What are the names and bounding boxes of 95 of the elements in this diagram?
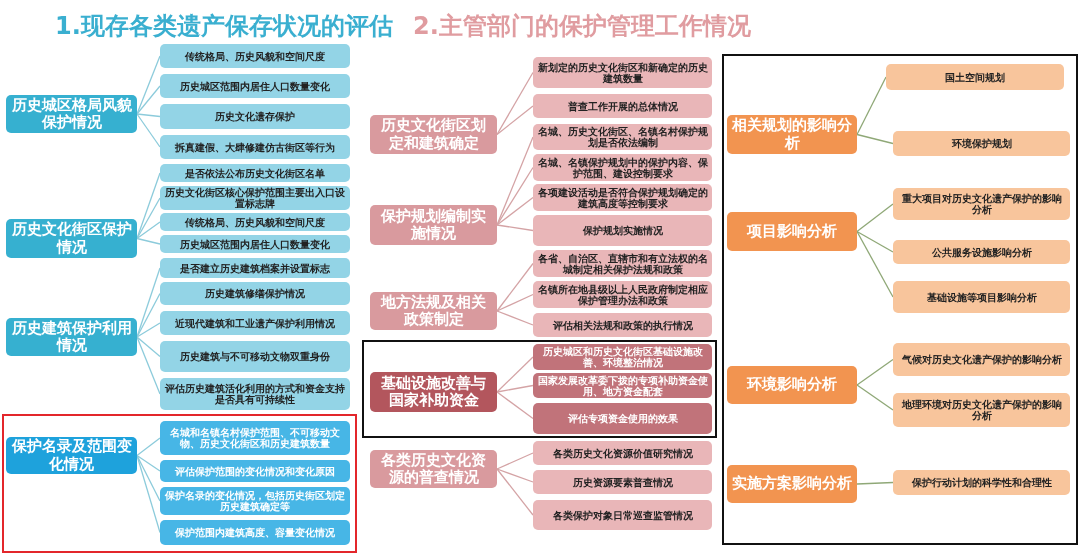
connector-line — [136, 85, 161, 115]
item-box: 公共服务设施影响分析 — [893, 240, 1070, 264]
connector-line — [136, 454, 161, 534]
connector-line — [496, 196, 534, 226]
connector-line — [136, 437, 161, 457]
item-box: 历史城区范围内居住人口数量变化 — [160, 74, 350, 98]
connector-line — [136, 292, 161, 338]
connector-line — [136, 322, 161, 338]
connector-line — [496, 468, 534, 483]
category-box: 基础设施改善与国家补助资金 — [370, 372, 497, 412]
connector-line — [136, 55, 161, 115]
connector-line — [856, 133, 894, 145]
category-box: 相关规划的影响分析 — [727, 115, 857, 154]
item-box: 历史建筑修缮保护情况 — [160, 282, 350, 305]
item-box: 历史文化遗存保护 — [160, 104, 350, 129]
connector-line — [856, 481, 894, 485]
connector-line — [136, 336, 161, 358]
connector-line — [496, 71, 534, 136]
item-box: 名镇所在地县级以上人民政府制定相应保护管理办法和政策 — [533, 281, 712, 308]
connector-line — [136, 113, 161, 148]
item-box: 历史资源要素普查情况 — [533, 470, 712, 494]
item-box: 国土空间规划 — [886, 64, 1064, 90]
connector-line — [496, 262, 534, 312]
item-box: 各类保护对象日常巡查监管情况 — [533, 500, 712, 530]
item-box: 是否建立历史建筑档案并设置标志 — [160, 258, 350, 278]
category-box: 地方法规及相关政策制定 — [370, 292, 497, 330]
connector-line — [496, 310, 534, 326]
highlight-frame — [362, 340, 717, 438]
connector-line — [496, 468, 534, 516]
item-box: 各类历史文化资源价值研究情况 — [533, 441, 712, 465]
category-box: 环境影响分析 — [727, 366, 857, 404]
connector-line — [136, 336, 161, 395]
connector-line — [856, 203, 894, 233]
category-box: 历史建筑保护利用情况 — [6, 318, 137, 356]
item-box: 历史城区和历史文化街区基础设施改善、环境整治情况 — [533, 344, 712, 370]
item-box: 国家发展改革委下拨的专项补助资金使用、地方资金配套 — [533, 373, 712, 398]
item-box: 传统格局、历史风貌和空间尺度 — [160, 44, 350, 68]
category-box: 历史城区格局风貌保护情况 — [6, 95, 137, 133]
category-box: 实施方案影响分析 — [727, 465, 857, 503]
item-box: 保护行动计划的科学性和合理性 — [893, 470, 1070, 495]
connector-line — [136, 197, 161, 240]
item-box: 地理环境对历史文化遗产保护的影响分析 — [893, 393, 1070, 427]
item-box: 重大项目对历史文化遗产保护的影响分析 — [893, 188, 1070, 220]
item-box: 近现代建筑和工业遗产保护利用情况 — [160, 311, 350, 335]
category-box: 历史文化街区划定和建筑确定 — [370, 115, 497, 154]
connector-line — [496, 452, 534, 470]
category-box: 保护规划编制实施情况 — [370, 205, 497, 245]
connector-line — [136, 113, 161, 118]
category-box: 项目影响分析 — [727, 212, 857, 251]
highlight-frame — [722, 54, 1078, 545]
item-box: 新划定的历史文化街区和新确定的历史建筑数量 — [533, 57, 712, 88]
item-box: 各省、自治区、直辖市和有立法权的名城制定相关保护法规和政策 — [533, 250, 712, 277]
connector-line — [856, 384, 894, 411]
item-box: 名城和名镇名村保护范围、不可移动文物、历史文化街区和历史建筑数量 — [160, 421, 350, 455]
item-box: 名城、历史文化街区、名镇名村保护规划是否依法编制 — [533, 124, 712, 150]
item-box: 保护范围内建筑高度、容量变化情况 — [160, 520, 350, 545]
connector-line — [136, 221, 161, 240]
item-box: 基础设施等项目影响分析 — [893, 281, 1070, 313]
connector-line — [496, 293, 534, 312]
connector-line — [856, 76, 887, 136]
connector-line — [856, 230, 894, 253]
item-box: 传统格局、历史风貌和空间尺度 — [160, 213, 350, 231]
category-box: 保护名录及范围变化情况 — [6, 437, 137, 474]
item-box: 环境保护规划 — [893, 131, 1070, 156]
item-box: 拆真建假、大肆修建仿古街区等行为 — [160, 135, 350, 159]
item-box: 保护规划实施情况 — [533, 215, 712, 246]
connector-line — [856, 230, 894, 298]
highlight-frame — [2, 414, 357, 553]
item-box: 保护名录的变化情况，包括历史街区划定历史建筑确定等 — [160, 487, 350, 515]
category-box: 历史文化街区保护情况 — [6, 219, 137, 258]
item-box: 名城、名镇保护规划中的保护内容、保护范围、建设控制要求 — [533, 154, 712, 181]
item-box: 评估历史建筑活化利用的方式和资金支持是否具有可持续性 — [160, 378, 350, 410]
item-box: 历史文化街区核心保护范围主要出入口设置标志牌 — [160, 186, 350, 210]
item-box: 气候对历史文化遗产保护的影响分析 — [893, 343, 1070, 376]
connector-line — [496, 356, 534, 393]
item-box: 历史城区范围内居住人口数量变化 — [160, 235, 350, 253]
item-box: 各项建设活动是否符合保护规划确定的建筑高度等控制要求 — [533, 184, 712, 211]
connector-line — [496, 391, 534, 420]
connector-line — [496, 166, 534, 226]
item-box: 评估相关法规和政策的执行情况 — [533, 313, 712, 337]
connector-line — [856, 358, 894, 386]
connector-line — [136, 454, 161, 502]
item-box: 评估保护范围的变化情况和变化原因 — [160, 460, 350, 482]
item-box: 历史建筑与不可移动文物双重身份 — [160, 341, 350, 372]
item-box: 普查工作开展的总体情况 — [533, 94, 712, 118]
item-box: 是否依法公布历史文化街区名单 — [160, 164, 350, 182]
item-box: 评估专项资金使用的效果 — [533, 403, 712, 434]
connector-line — [496, 224, 534, 232]
section-heading: 1.现存各类遗产保存状况的评估 — [55, 11, 393, 42]
connector-line — [136, 454, 161, 472]
connector-line — [496, 384, 534, 393]
category-box: 各类历史文化资源的普查情况 — [370, 450, 497, 488]
connector-line — [496, 105, 534, 136]
section-heading: 2.主管部门的保护管理工作情况 — [413, 11, 751, 42]
connector-line — [136, 237, 161, 245]
